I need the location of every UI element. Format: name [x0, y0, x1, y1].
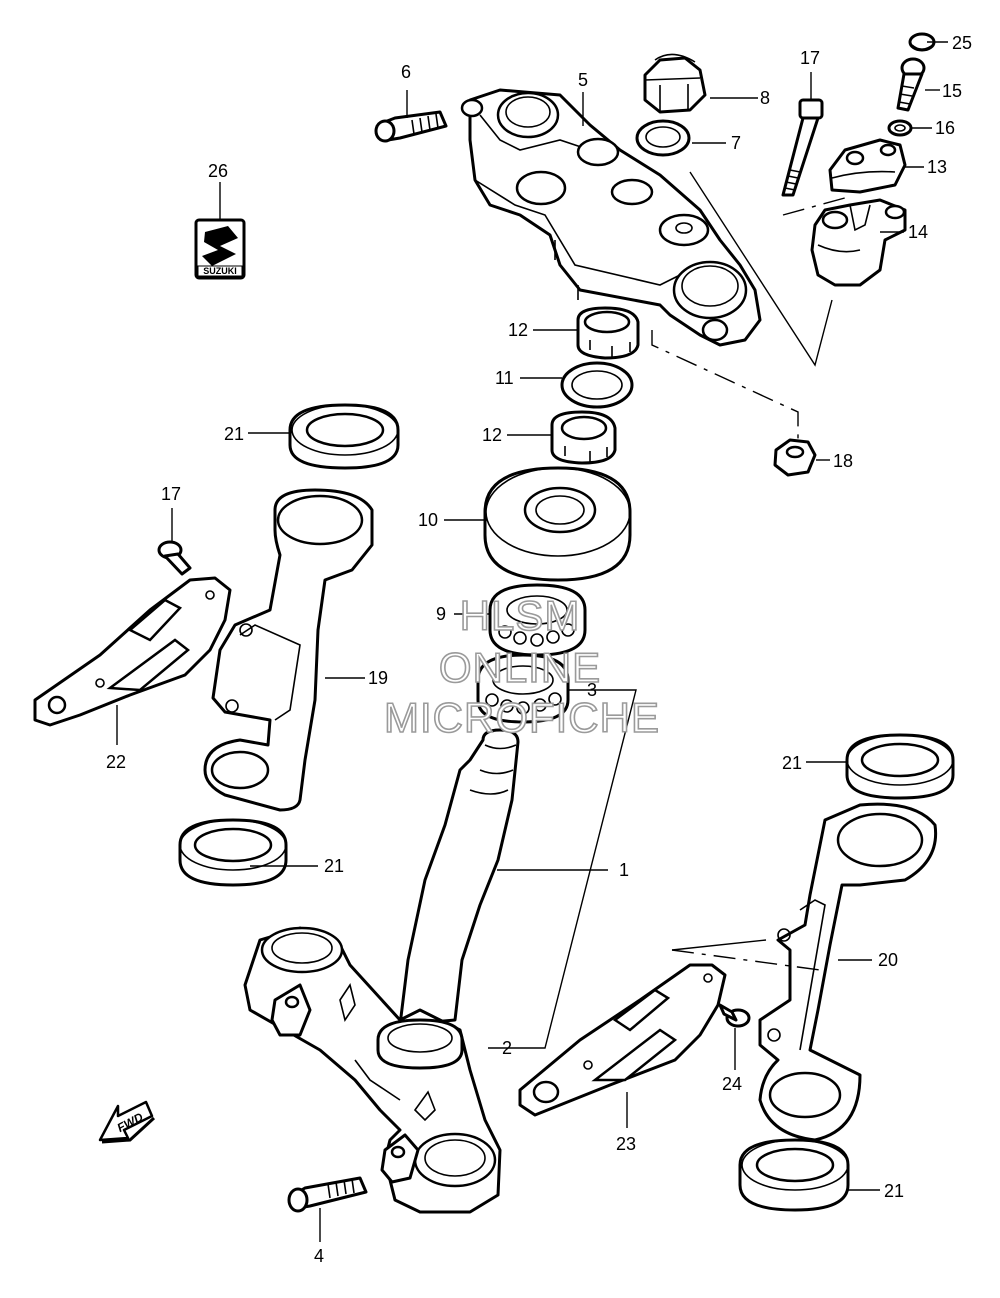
callout-26: 26: [208, 161, 228, 181]
cap-nut-part-8: [643, 53, 707, 114]
dust-seal-21-upper-left: [288, 403, 400, 470]
callout-13: 13: [927, 157, 947, 177]
dust-seal-lower-part-2: [376, 1018, 464, 1070]
callout-15: 15: [942, 81, 962, 101]
callout-21-lower-right: 21: [884, 1181, 904, 1201]
handlebar-left-part-19: [203, 488, 374, 812]
bearing-lower-part-3: [476, 653, 570, 724]
flange-nut-part-18: [773, 438, 817, 477]
callout-20: 20: [878, 950, 898, 970]
callout-17-top: 17: [800, 48, 820, 68]
callout-16: 16: [935, 118, 955, 138]
bearing-upper-part-9: [488, 583, 587, 657]
callout-4: 4: [314, 1246, 324, 1266]
allen-bolt-part-15: [896, 57, 926, 112]
upper-bracket-part-5: [460, 88, 762, 347]
callout-2: 2: [502, 1038, 512, 1058]
emblem-text: SUZUKI: [203, 266, 237, 276]
dust-seal-21-lower-right: [738, 1138, 850, 1212]
handlebar-right-part-20: [758, 802, 938, 1142]
watermark-line-1: HLSM: [460, 592, 581, 639]
callout-23: 23: [616, 1134, 636, 1154]
washer-part-11: [560, 361, 634, 409]
dust-seal-21-lower-left: [178, 818, 288, 887]
long-bolt-part-17: [781, 98, 824, 197]
washer-part-7: [635, 119, 691, 157]
fwd-arrow-icon: [98, 1100, 156, 1144]
callout-19: 19: [368, 668, 388, 688]
watermark: HLSM ONLINE MICROFICHE: [383, 591, 660, 742]
callout-12-lower: 12: [482, 425, 502, 445]
lock-washer-part-16: [887, 119, 913, 137]
stem-nut-lower-part-12: [550, 410, 617, 465]
callout-18: 18: [833, 451, 853, 471]
bolt-part-4: [287, 1176, 368, 1213]
leader-lines: [116, 41, 948, 1242]
callout-5: 5: [578, 70, 588, 90]
bolt-part-6: [374, 110, 448, 143]
dust-seal-21-upper-right: [845, 733, 955, 800]
suzuki-emblem-part-26: [194, 218, 246, 280]
handlebar-holder-upper-part-13: [828, 138, 907, 194]
callout-7: 7: [731, 133, 741, 153]
callout-14: 14: [908, 222, 928, 242]
dust-seal-part-10: [483, 466, 632, 582]
callout-8: 8: [760, 88, 770, 108]
callout-labels: 1 2 3 4 5 6 7 8 9 10 11 12 12 13 14 15 1…: [106, 33, 972, 1266]
callout-6: 6: [401, 62, 411, 82]
callout-9: 9: [436, 604, 446, 624]
callout-24: 24: [722, 1074, 742, 1094]
callout-1: 1: [619, 860, 629, 880]
steering-stem-part-1: [243, 728, 520, 1214]
watermark-line-2: ONLINE: [439, 644, 601, 691]
stem-nut-upper-part-12: [576, 306, 640, 360]
handlebar-holder-lower-part-14: [810, 198, 907, 287]
bracket-left-part-22: [33, 576, 232, 727]
bracket-right-part-23: [518, 963, 727, 1117]
callout-21-upper-right: 21: [782, 753, 802, 773]
watermark-line-3: MICROFICHE: [384, 694, 660, 741]
callout-25: 25: [952, 33, 972, 53]
callout-3: 3: [587, 680, 597, 700]
callout-17-left: 17: [161, 484, 181, 504]
callout-11: 11: [495, 368, 514, 388]
bolt-part-24: [718, 1003, 751, 1028]
callout-21-upper-left: 21: [224, 424, 244, 444]
callout-12-upper: 12: [508, 320, 528, 340]
bolt-part-17-left: [157, 540, 192, 576]
callout-10: 10: [418, 510, 438, 530]
callout-22: 22: [106, 752, 126, 772]
callout-21-lower-left: 21: [324, 856, 344, 876]
